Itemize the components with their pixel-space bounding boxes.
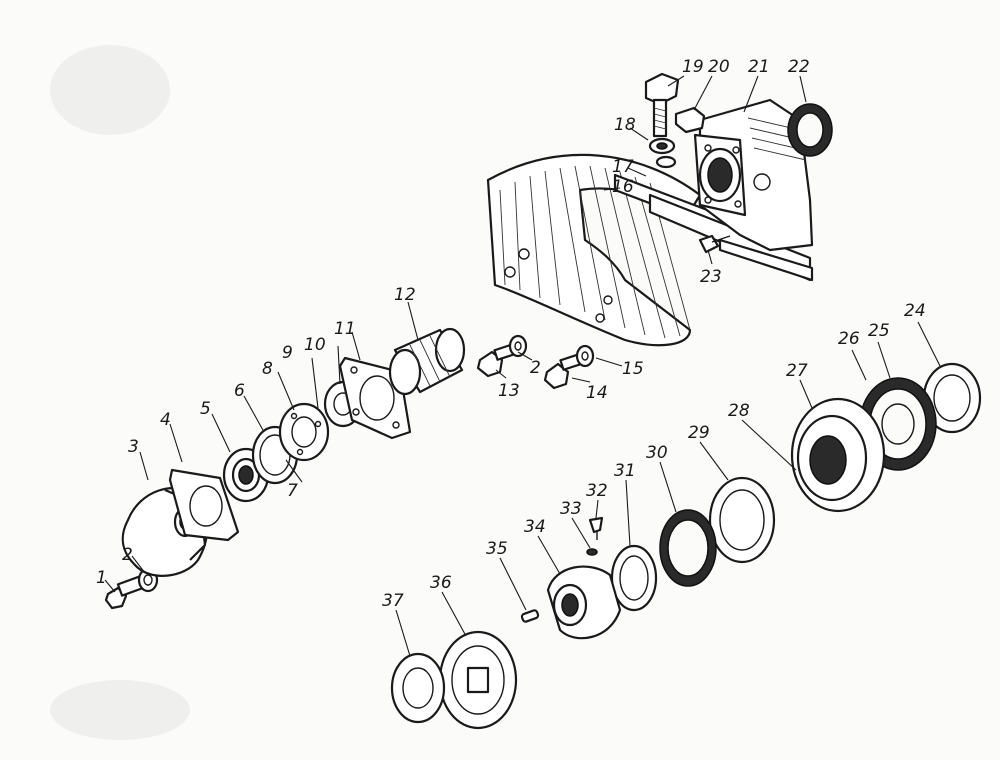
part-30-ring [659, 509, 717, 587]
label-part-29: 29 [688, 423, 710, 443]
part-23-screw [698, 234, 731, 254]
part-21-bearing-housing [693, 98, 814, 252]
part-16-curved-guard [486, 153, 702, 347]
label-part-9: 9 [282, 343, 293, 363]
label-part-6: 6 [234, 381, 245, 401]
part-18-washer [648, 137, 677, 169]
label-part-23: 23 [700, 267, 722, 287]
label-part-27: 27 [786, 361, 808, 381]
label-part-35: 35 [486, 539, 508, 559]
paper-smudge [50, 45, 170, 135]
leader-lines [104, 75, 941, 657]
label-part-5: 5 [200, 399, 211, 419]
label-part-4: 4 [160, 410, 171, 430]
label-part-37: 37 [382, 591, 404, 611]
label-part-33: 33 [560, 499, 582, 519]
part-19-bolt [644, 72, 680, 138]
label-part-14: 14 [586, 383, 608, 403]
label-part-28: 28 [728, 401, 750, 421]
label-part-2: 2 [122, 545, 133, 565]
label-part-16: 16 [612, 177, 634, 197]
label-part-3: 3 [128, 437, 139, 457]
label-part-2-b: 2 [530, 358, 541, 378]
part-22-seal-ring [787, 103, 833, 157]
label-part-15: 15 [622, 359, 644, 379]
part-37-nut [390, 652, 446, 724]
part-34-hub [546, 565, 622, 640]
paper-smudge [50, 680, 190, 740]
label-part-13: 13 [498, 381, 520, 401]
label-part-30: 30 [646, 443, 668, 463]
label-part-31: 31 [614, 461, 636, 481]
part-32-grease-nipple [588, 516, 604, 540]
label-part-34: 34 [524, 517, 546, 537]
label-part-18: 18 [614, 115, 636, 135]
part-8-lock-plate [278, 402, 330, 462]
label-part-11: 11 [334, 319, 356, 339]
label-part-25: 25 [868, 321, 890, 341]
part-15-washer [575, 344, 595, 368]
label-part-1: 1 [96, 568, 107, 588]
part-20-nut [674, 106, 706, 134]
label-part-24: 24 [904, 301, 926, 321]
label-part-20: 20 [708, 57, 730, 77]
label-part-26: 26 [838, 329, 860, 349]
part-33-pin [586, 548, 598, 556]
part-29-gear-ring [708, 476, 776, 564]
part-12-sleeve [388, 327, 466, 396]
part-35-key [520, 609, 540, 623]
part-2-washer-b [508, 334, 528, 358]
part-31-sleeve [610, 544, 658, 612]
label-part-7: 7 [287, 481, 298, 501]
part-14-bolt [543, 352, 584, 390]
part-4-gasket [168, 468, 240, 542]
label-part-21: 21 [748, 57, 770, 77]
label-part-36: 36 [430, 573, 452, 593]
label-part-10: 10 [304, 335, 326, 355]
label-part-19: 19 [682, 57, 704, 77]
label-part-17: 17 [612, 157, 634, 177]
label-part-32: 32 [586, 481, 608, 501]
part-27-bearing [790, 397, 886, 513]
part-36-gear-wheel [438, 630, 518, 730]
part-17-base-rail [613, 173, 814, 282]
label-part-12: 12 [394, 285, 416, 305]
label-part-22: 22 [788, 57, 810, 77]
label-part-8: 8 [262, 359, 273, 379]
